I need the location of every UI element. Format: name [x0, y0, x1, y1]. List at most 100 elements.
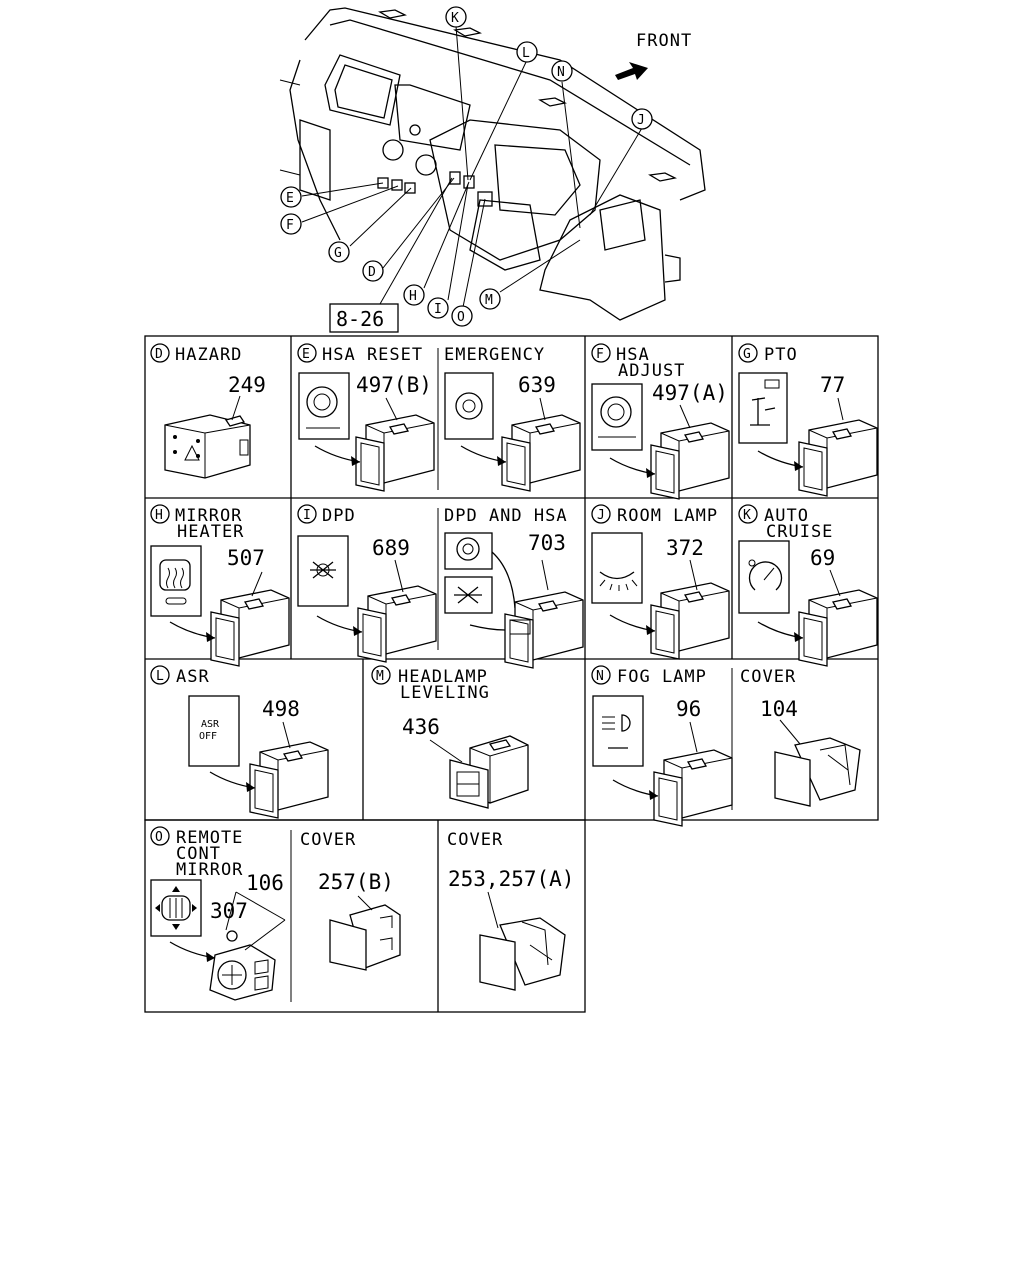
svg-text:MIRROR: MIRROR: [175, 506, 242, 526]
part-689: 689: [372, 536, 410, 560]
svg-text:O: O: [457, 310, 465, 325]
callouts: K L N J E F G D H I O M: [280, 6, 653, 327]
svg-text:G: G: [743, 347, 751, 362]
svg-text:HSA: HSA: [616, 345, 650, 365]
part-703: 703: [528, 531, 566, 555]
hsa-reset-switch: [298, 372, 435, 492]
part-372: 372: [666, 536, 704, 560]
callout-h: H: [403, 284, 425, 306]
cell-n-title: N FOG LAMP: [591, 665, 707, 687]
cell-emergency-title: EMERGENCY: [444, 345, 545, 365]
cell-dpd-hsa-title: DPD AND HSA: [444, 506, 568, 526]
svg-text:K: K: [743, 508, 751, 523]
svg-text:E: E: [302, 347, 310, 362]
svg-text:I: I: [303, 508, 311, 523]
part-77: 77: [820, 373, 845, 397]
svg-text:HEADLAMP: HEADLAMP: [398, 667, 488, 687]
part-257b: 257(B): [318, 870, 394, 894]
dpd-hsa-switch: [444, 532, 584, 669]
svg-text:HEATER: HEATER: [177, 522, 244, 542]
svg-text:E: E: [286, 191, 294, 206]
callout-n: N: [551, 60, 573, 82]
cell-k-title: K AUTO CRUISE: [738, 504, 832, 542]
svg-text:F: F: [596, 347, 604, 362]
callout-j: J: [631, 108, 653, 130]
svg-text:O: O: [155, 830, 163, 845]
svg-text:M: M: [376, 669, 384, 684]
svg-text:D: D: [368, 265, 376, 280]
headlamp-leveling-switch: [429, 735, 529, 809]
part-96: 96: [676, 697, 701, 721]
cell-titles: D HAZARD 249 E HSA RESET 497(B) EMERGENC…: [150, 343, 845, 923]
svg-text:J: J: [597, 508, 605, 523]
part-253-257a: 253,257(A): [448, 867, 574, 891]
svg-text:F: F: [286, 218, 294, 233]
svg-text:HAZARD: HAZARD: [175, 345, 242, 365]
svg-text:ROOM LAMP: ROOM LAMP: [617, 506, 718, 526]
svg-text:M: M: [485, 293, 493, 308]
part-497a: 497(A): [652, 381, 728, 405]
reference-box: [329, 303, 399, 333]
part-436: 436: [402, 715, 440, 739]
svg-text:PTO: PTO: [764, 345, 798, 365]
svg-text:ASR: ASR: [201, 719, 220, 730]
svg-text:H: H: [155, 508, 163, 523]
cell-o-title: O REMOTE CONT MIRROR: [150, 826, 243, 880]
front-label: FRONT: [636, 31, 692, 51]
part-106: 106: [246, 871, 284, 895]
svg-text:OFF: OFF: [199, 731, 217, 742]
cell-l-title: L ASR: [150, 665, 210, 687]
part-497b: 497(B): [356, 373, 432, 397]
cell-g-title: G PTO: [738, 343, 798, 365]
callout-i: I: [427, 297, 449, 319]
svg-text:LEVELING: LEVELING: [400, 683, 490, 703]
emergency-switch: [444, 372, 581, 492]
part-249: 249: [228, 373, 266, 397]
cover-257a: [479, 891, 566, 991]
svg-text:G: G: [334, 246, 342, 261]
svg-text:H: H: [409, 289, 417, 304]
mirror-heater-switch: [150, 545, 290, 667]
room-lamp-switch: [591, 532, 730, 660]
svg-text:N: N: [596, 669, 604, 684]
svg-text:I: I: [434, 302, 442, 317]
callout-m: M: [479, 288, 501, 310]
callout-g: G: [328, 241, 350, 263]
svg-text:CONT: CONT: [176, 844, 221, 864]
callout-o: O: [451, 305, 473, 327]
cover-104: [774, 719, 861, 807]
fog-lamp-switch: [592, 695, 733, 827]
svg-text:L: L: [156, 669, 164, 684]
part-498: 498: [262, 697, 300, 721]
callout-d: D: [362, 260, 384, 282]
part-69: 69: [810, 546, 835, 570]
dashboard-illustration: FRONT 8-26: [279, 7, 706, 333]
cell-cover-104-title: COVER: [740, 667, 796, 687]
cell-e-title: E HSA RESET: [297, 343, 423, 365]
svg-text:FOG LAMP: FOG LAMP: [617, 667, 707, 687]
cell-i-title: I DPD: [297, 504, 356, 526]
svg-text:DPD: DPD: [322, 506, 356, 526]
reference-label: 8-26: [336, 307, 384, 331]
callout-l: L: [516, 41, 538, 63]
callout-e: E: [280, 186, 302, 208]
part-104: 104: [760, 697, 798, 721]
switch-drawings: ASR OFF: [150, 372, 878, 1001]
callout-f: F: [280, 213, 302, 235]
cell-cover-257a-title: COVER: [447, 830, 503, 850]
remote-mirror-switch: [150, 879, 286, 1001]
svg-text:HSA RESET: HSA RESET: [322, 345, 423, 365]
svg-text:N: N: [557, 65, 565, 80]
hazard-switch: [164, 395, 251, 479]
dpd-switch: [297, 535, 437, 663]
part-507: 507: [227, 546, 265, 570]
cell-cover-257b-title: COVER: [300, 830, 356, 850]
svg-text:MIRROR: MIRROR: [176, 860, 243, 880]
cell-m-title: M HEADLAMP LEVELING: [371, 665, 490, 703]
cover-257b: [329, 895, 401, 971]
cell-d-title: D HAZARD: [150, 343, 242, 365]
svg-text:L: L: [522, 46, 530, 61]
asr-switch: ASR OFF: [188, 695, 329, 819]
svg-text:ASR: ASR: [176, 667, 210, 687]
